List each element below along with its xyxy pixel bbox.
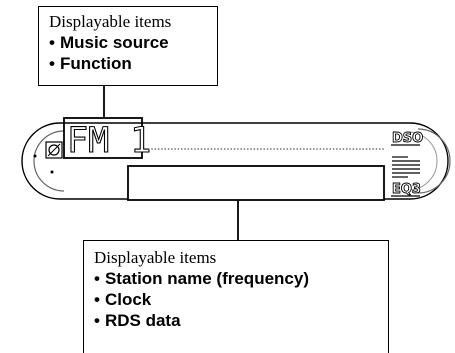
callout-item: •Station name (frequency): [94, 269, 309, 288]
callout-item-text: Clock: [104, 290, 152, 309]
indicator-dot: [50, 170, 54, 174]
display-panel-inner-right-arc-2: [407, 131, 438, 191]
callout-item: •Clock: [94, 290, 152, 309]
callout-item: •RDS data: [94, 311, 181, 330]
eq-badge: EQ3: [391, 182, 421, 197]
dso-label: DSO: [392, 131, 423, 146]
display-panel-inner-right-arc: [417, 128, 451, 194]
callout-heading: Displayable items: [49, 12, 172, 31]
music-source-callout: Displayable items •Music source •Functio…: [38, 6, 218, 86]
source-icon: [45, 141, 63, 159]
callout-item: •Music source: [49, 33, 169, 52]
segment-display-text: FM 1: [67, 121, 151, 161]
callout-item-text: Function: [59, 54, 132, 73]
dso-badge: DSO: [391, 131, 424, 146]
indicator-dot: [33, 154, 37, 158]
callout-heading: Displayable items: [94, 248, 217, 267]
eq-label: EQ3: [392, 182, 421, 197]
callout-item: •Function: [49, 54, 132, 73]
callout-item-text: Station name (frequency): [104, 269, 309, 288]
equalizer-bars-icon: [392, 156, 420, 178]
music-source-highlight-box: [63, 117, 143, 159]
callout-item-text: Music source: [59, 33, 169, 52]
station-info-callout: Displayable items •Station name (frequen…: [83, 240, 389, 353]
display-panel-inner-left-arc: [33, 130, 65, 192]
callout-item-text: RDS data: [104, 311, 181, 330]
station-name-highlight-box: [127, 165, 385, 201]
